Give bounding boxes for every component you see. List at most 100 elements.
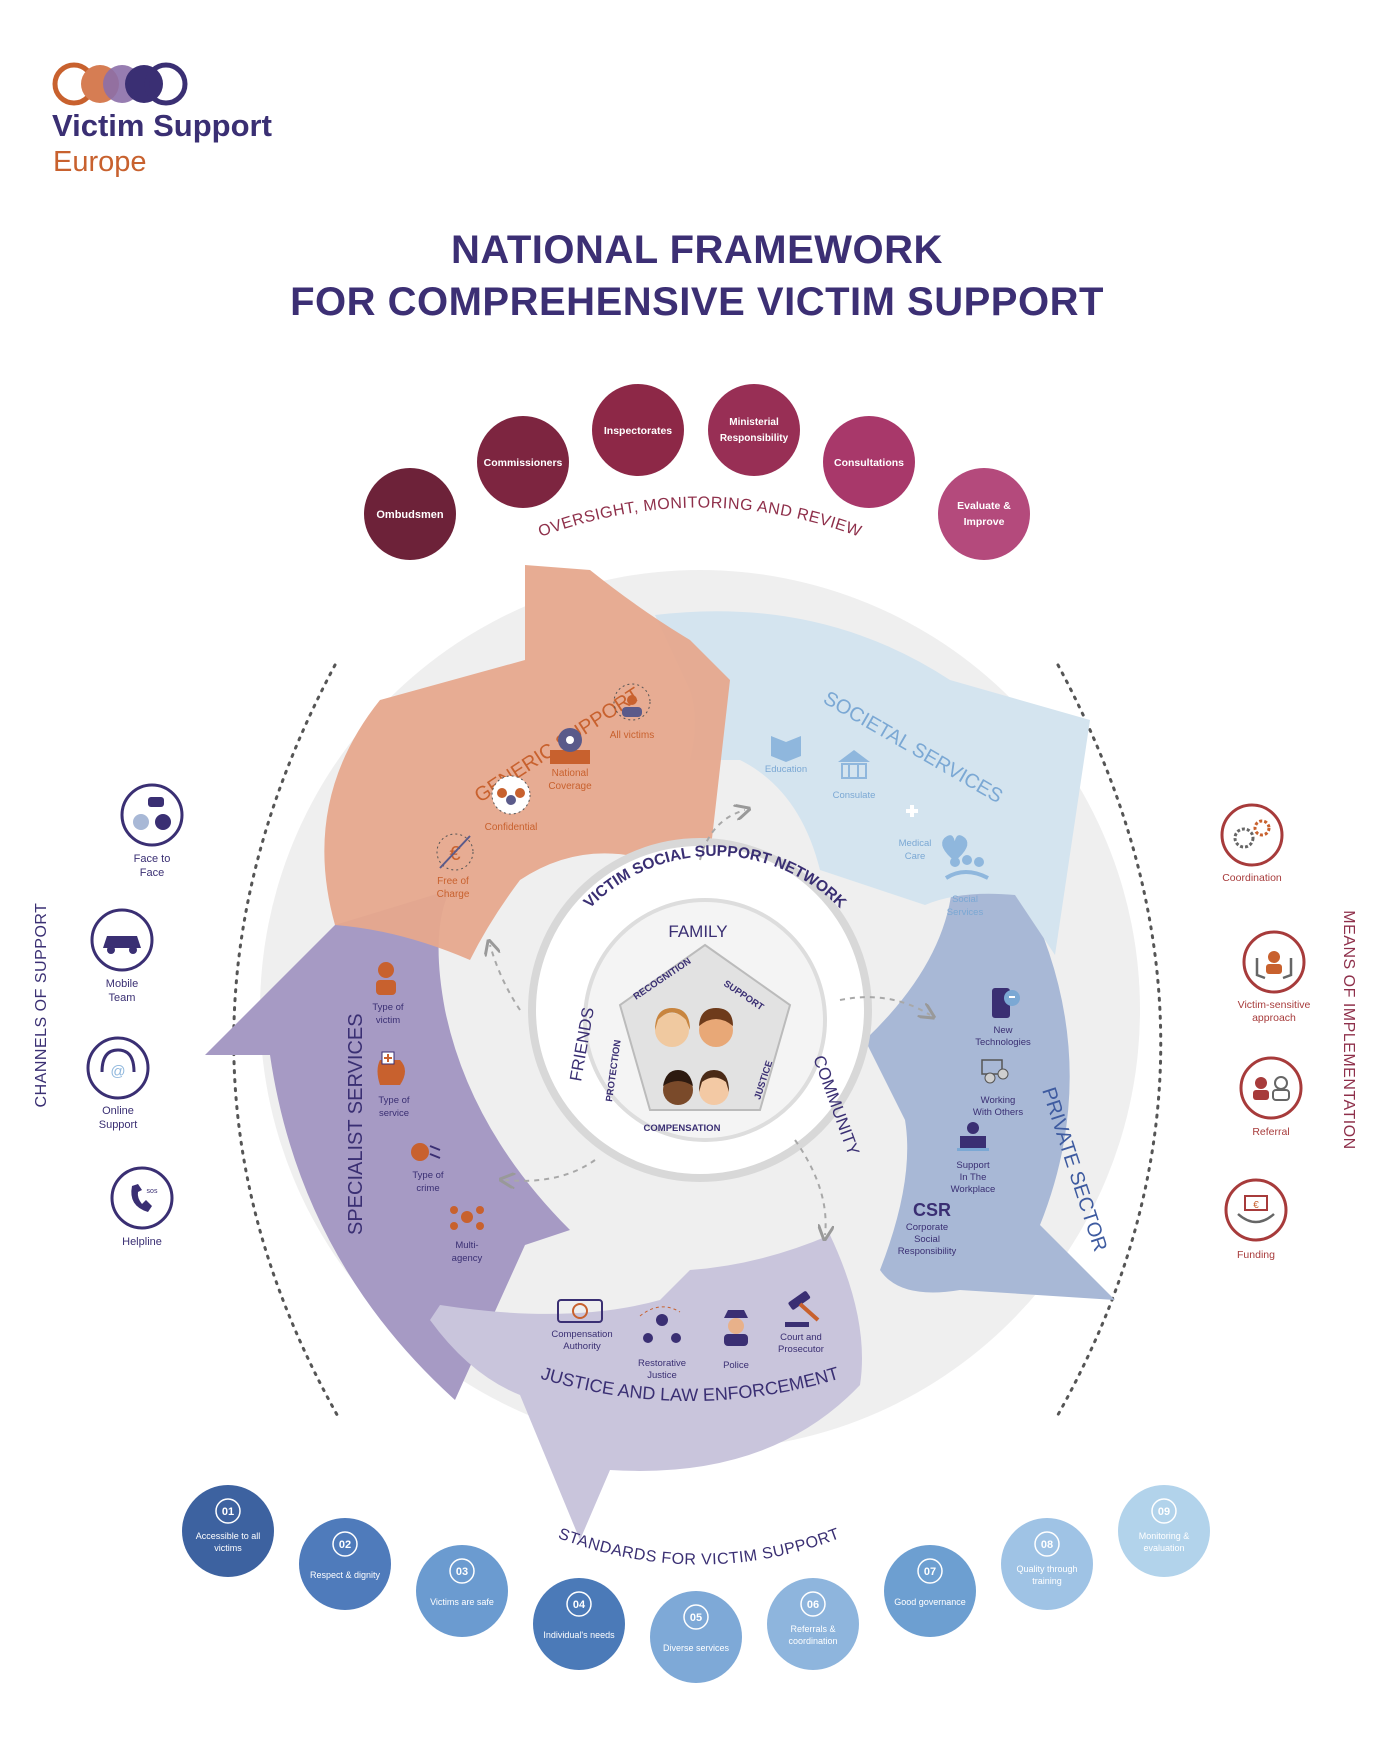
svg-text:€: € — [449, 843, 460, 865]
private-csr-line1: Corporate — [906, 1222, 948, 1233]
generic-confidential-label: Confidential — [485, 822, 538, 833]
oversight-evaluate-circle[interactable] — [938, 468, 1030, 560]
standard-01-label-line2: victims — [214, 1543, 242, 1553]
standard-05-label-line1: Diverse services — [663, 1643, 730, 1653]
working-with-others-icon — [981, 1059, 1009, 1084]
standard-05-circle[interactable] — [650, 1591, 742, 1683]
page-title-line2: FOR COMPREHENSIVE VICTIM SUPPORT — [290, 280, 1104, 324]
channel-mobile-line1: Mobile — [106, 978, 138, 990]
standard-02-circle[interactable] — [299, 1518, 391, 1610]
societal-education-label: Education — [765, 764, 807, 775]
standard-02-number: 02 — [339, 1539, 351, 1551]
channels-title: CHANNELS OF SUPPORT — [33, 903, 50, 1108]
people-icon — [655, 1008, 733, 1105]
specialist-service-line1: Type of — [378, 1095, 410, 1106]
helpline-icon[interactable]: sos — [110, 1166, 174, 1230]
specialist-victim-line1: Type of — [372, 1002, 404, 1013]
oversight-title: OVERSIGHT, MONITORING AND REVIEW — [536, 494, 864, 540]
all-victims-icon — [613, 683, 651, 721]
justice-compensation-line2: Authority — [563, 1341, 601, 1352]
oversight-ministerial-label-line1: Ministerial — [729, 417, 779, 428]
specialist-services-arrow — [205, 890, 570, 1400]
type-of-victim-icon — [376, 962, 396, 995]
standard-01-number: 01 — [222, 1506, 234, 1518]
medical-heart-icon — [906, 805, 968, 862]
compensation-icon — [557, 1299, 603, 1323]
standard-09-number-ring — [1151, 1498, 1177, 1524]
standard-04-number-ring — [566, 1591, 592, 1617]
specialist-crime-line2: crime — [416, 1183, 439, 1194]
means-coordination-label: Coordination — [1222, 872, 1282, 884]
oversight-inspectorates-label: Inspectorates — [604, 425, 672, 437]
oversight-group: Ombudsmen Commissioners Inspectorates Mi… — [364, 384, 1030, 560]
standard-04-circle[interactable] — [533, 1578, 625, 1670]
generic-free-label-line1: Free of — [437, 876, 469, 887]
standard-07-label-line1: Good governance — [894, 1597, 966, 1607]
standard-03-circle[interactable] — [416, 1545, 508, 1637]
channel-online-line1: Online — [102, 1105, 134, 1117]
justice-court-line1: Court and — [780, 1332, 822, 1343]
generic-coverage-label-line1: National — [552, 768, 589, 779]
face-to-face-icon[interactable] — [120, 783, 184, 847]
csr-icon: CSR — [913, 1200, 951, 1220]
social-services-icon — [944, 855, 989, 880]
justice-police-label: Police — [723, 1360, 749, 1371]
standard-06-label-line2: coordination — [788, 1636, 837, 1646]
standard-07-circle[interactable] — [884, 1545, 976, 1637]
societal-medical-label-line2: Care — [905, 851, 926, 862]
helpline-sos-label: sos — [147, 1188, 158, 1195]
online-support-icon[interactable]: @ — [86, 1036, 150, 1100]
societal-consulate-label: Consulate — [833, 790, 876, 801]
standards-title: STANDARDS FOR VICTIM SUPPORT — [556, 1525, 842, 1568]
private-sector-arrow — [865, 835, 1115, 1300]
oversight-inspectorates-circle[interactable] — [592, 384, 684, 476]
victim-sensitive-icon[interactable] — [1242, 930, 1306, 994]
logo-title: Victim Support — [52, 108, 272, 143]
private-csr-line3: Responsibility — [898, 1246, 957, 1257]
private-workplace-line3: Workplace — [951, 1184, 996, 1195]
page-title-line1: NATIONAL FRAMEWORK — [451, 228, 943, 272]
coordination-icon[interactable] — [1220, 803, 1284, 867]
funding-icon[interactable]: € — [1224, 1178, 1288, 1242]
generic-all-victims-label: All victims — [610, 730, 654, 741]
svg-text:€: € — [1253, 1200, 1259, 1211]
means-title: MEANS OF IMPLEMENTATION — [1340, 910, 1357, 1149]
standard-09-label-line1: Monitoring & — [1139, 1531, 1190, 1541]
family-label: FAMILY — [668, 922, 727, 941]
logo-subtitle: Europe — [53, 146, 147, 178]
standard-09-circle[interactable] — [1118, 1485, 1210, 1577]
standard-06-number-ring — [800, 1591, 826, 1617]
mobile-team-icon[interactable] — [90, 908, 154, 972]
standard-06-circle[interactable] — [767, 1578, 859, 1670]
channel-online-line2: Support — [99, 1119, 138, 1131]
standard-07-number: 07 — [924, 1566, 936, 1578]
channel-face-line2: Face — [140, 867, 164, 879]
oversight-consultations-circle[interactable] — [823, 416, 915, 508]
oversight-ministerial-label-line2: Responsibility — [720, 433, 789, 444]
restorative-justice-icon — [639, 1306, 681, 1343]
police-icon — [724, 1310, 748, 1346]
standard-08-circle[interactable] — [1001, 1518, 1093, 1610]
standard-08-number-ring — [1034, 1531, 1060, 1557]
oversight-ombudsmen-circle[interactable] — [364, 468, 456, 560]
channel-face-line1: Face to — [134, 853, 171, 865]
private-csr-line2: Social — [914, 1234, 940, 1245]
justice-court-line2: Prosecutor — [778, 1344, 824, 1355]
standard-06-number: 06 — [807, 1599, 819, 1611]
type-of-service-icon — [377, 1051, 405, 1085]
oversight-ministerial-circle[interactable] — [708, 384, 800, 476]
standard-02-number-ring — [332, 1531, 358, 1557]
svg-text:@: @ — [110, 1063, 125, 1080]
societal-services-arrow — [655, 611, 1090, 955]
private-working-line2: With Others — [973, 1107, 1023, 1118]
referral-icon[interactable] — [1239, 1056, 1303, 1120]
oversight-commissioners-circle[interactable] — [477, 416, 569, 508]
means-victim-sensitive-line2: approach — [1252, 1012, 1296, 1024]
standard-01-circle[interactable] — [182, 1485, 274, 1577]
societal-social-label-line2: Services — [947, 907, 984, 918]
new-technologies-icon — [992, 988, 1020, 1018]
standard-07-number-ring — [917, 1558, 943, 1584]
channel-helpline-label: Helpline — [122, 1236, 162, 1248]
channel-mobile-line2: Team — [109, 992, 136, 1004]
